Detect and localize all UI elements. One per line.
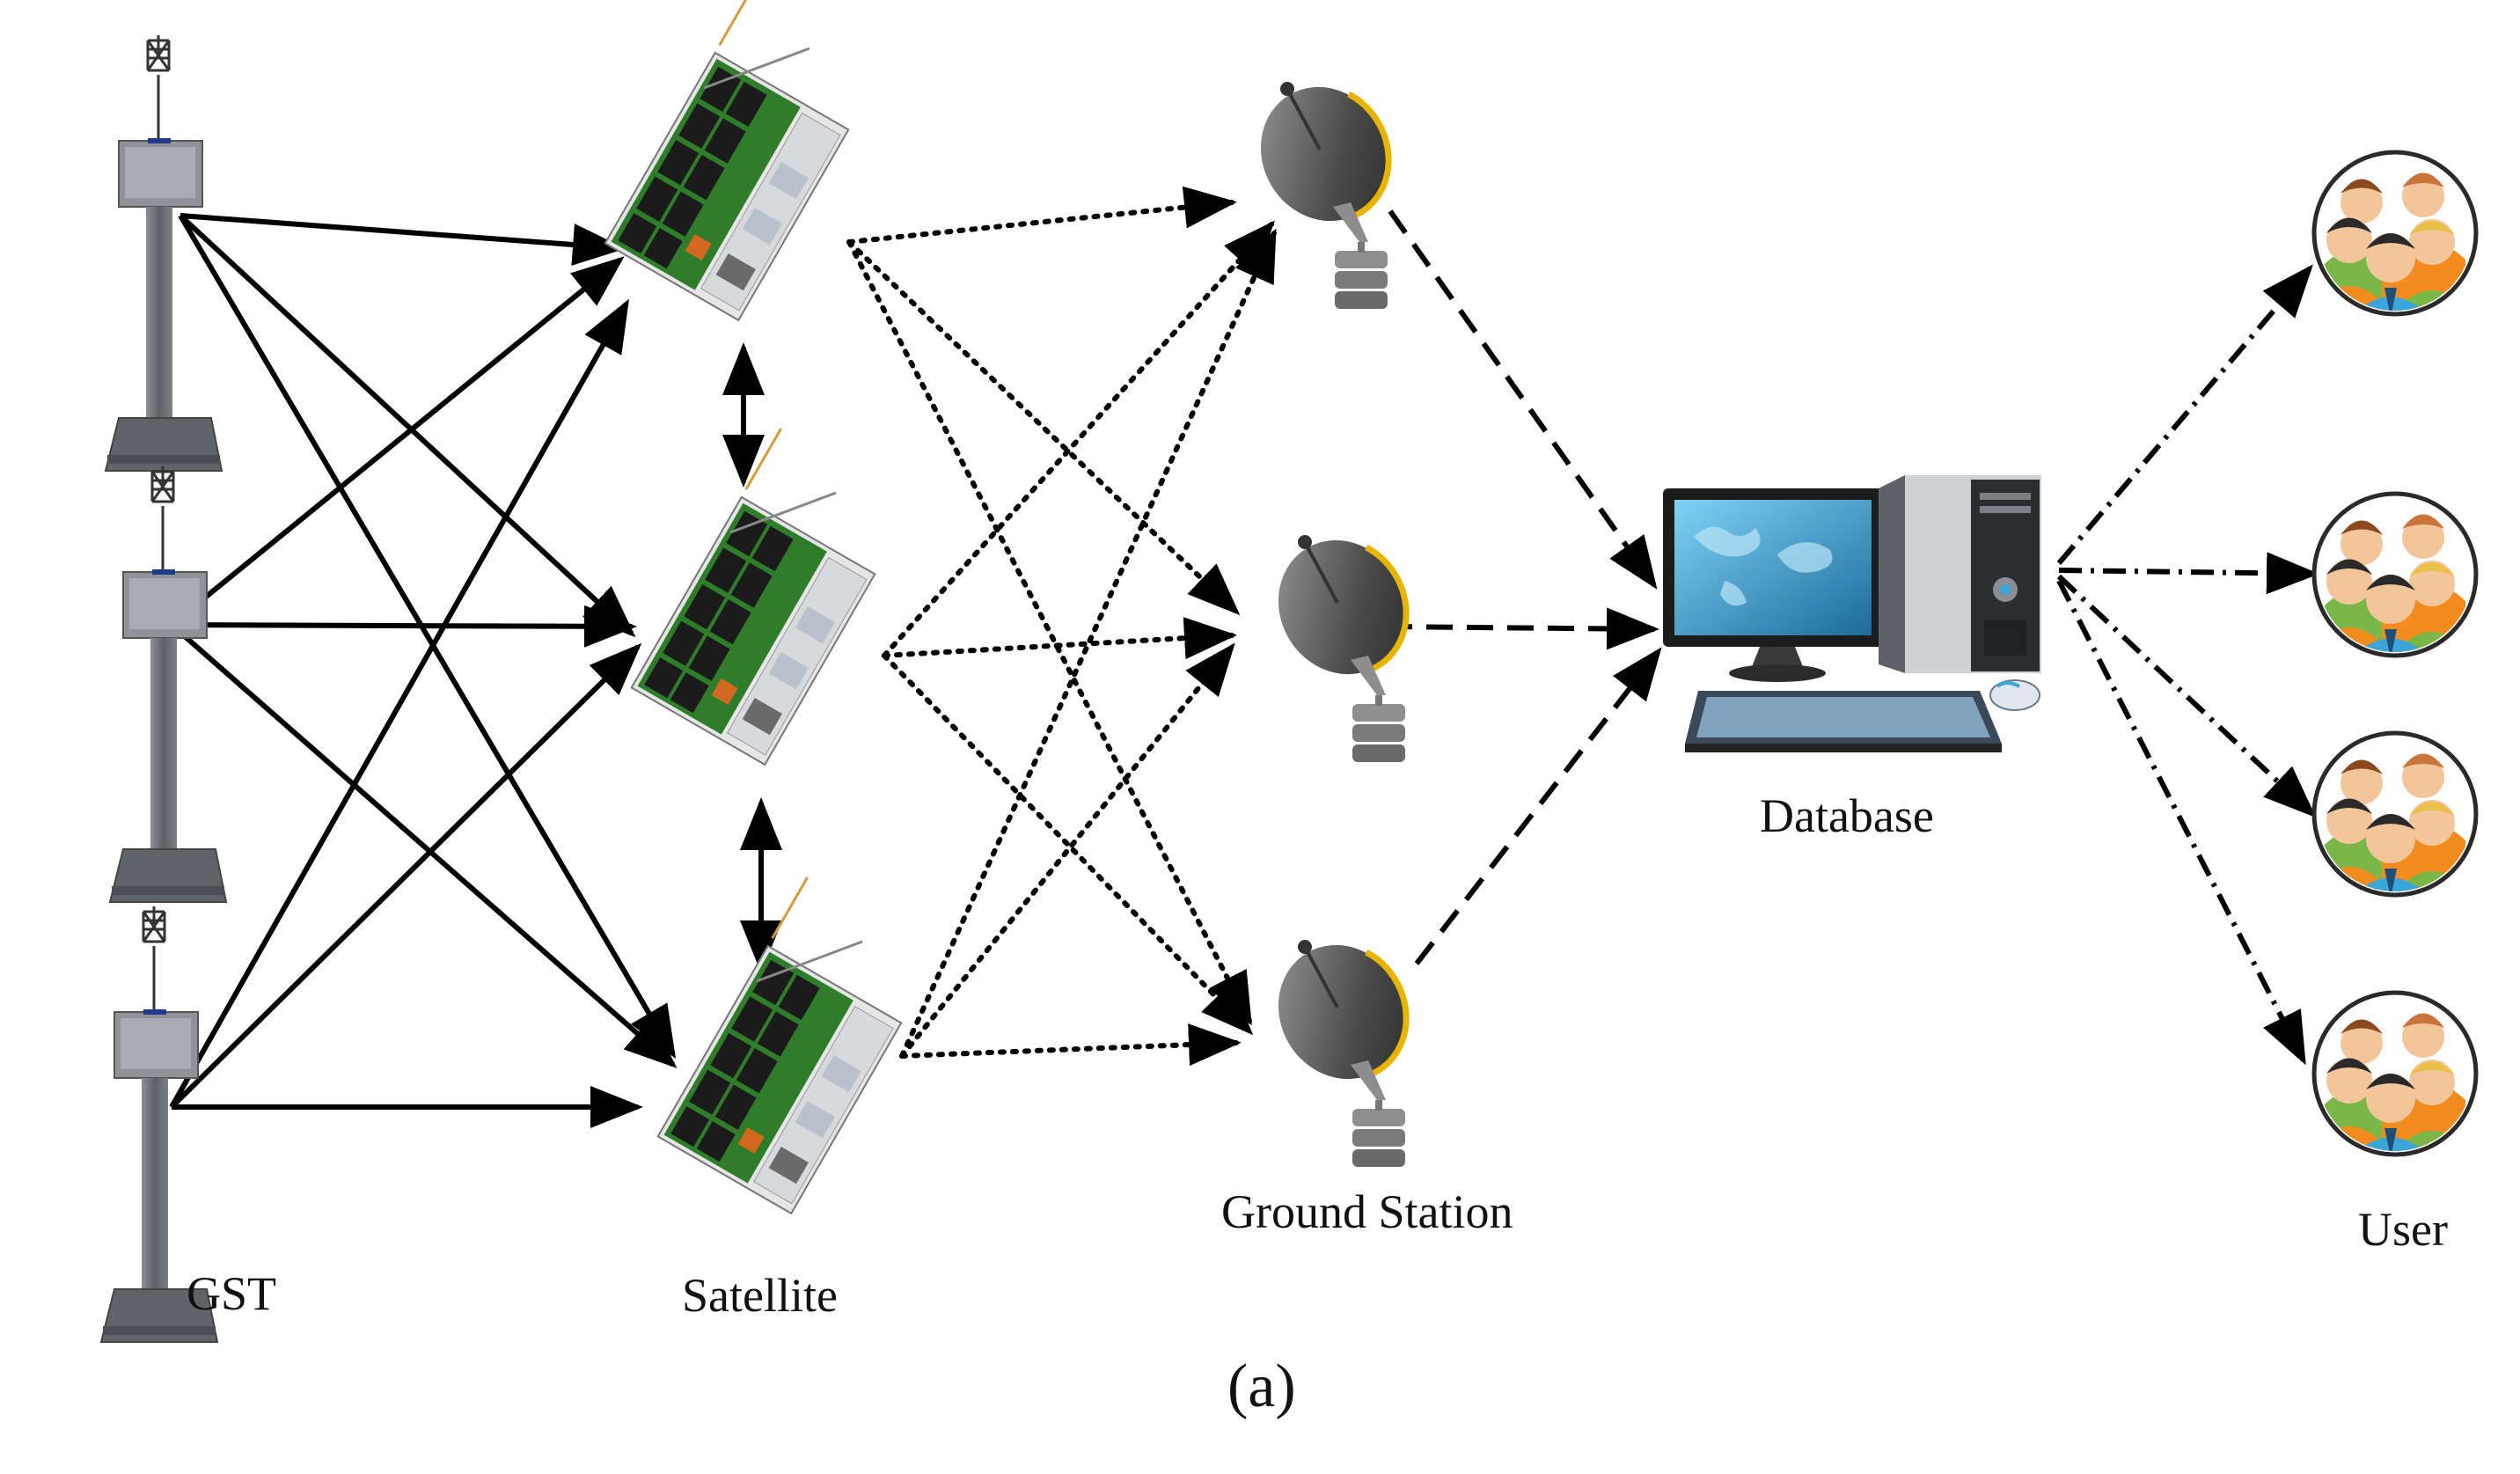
link-gst3-sat1 <box>169 298 629 1109</box>
user-group-4 <box>2307 993 2476 1162</box>
link-db-user3 <box>2056 574 2317 818</box>
links-database-to-user <box>2056 264 2319 1066</box>
satellite-3 <box>656 876 942 1215</box>
satellite-2 <box>630 427 916 766</box>
link-gst1-sat2 <box>178 213 636 638</box>
link-sat3-gs3 <box>899 1023 1242 1067</box>
link-gst1-sat3 <box>178 214 677 1060</box>
link-sat2-gs3 <box>882 653 1254 1036</box>
link-db-user1 <box>2056 264 2313 565</box>
link-gst2-sat1 <box>170 256 625 627</box>
link-gst2-sat2 <box>171 605 637 648</box>
links-ground-station-to-database <box>1385 209 1662 965</box>
database-label: Database <box>1760 789 1934 842</box>
link-sat3-gs2 <box>899 642 1235 1059</box>
database-computer <box>1663 475 2041 752</box>
link-sat2-gs1 <box>882 220 1276 658</box>
tower-case-icon <box>1879 475 2041 673</box>
satellite-1 <box>604 0 890 322</box>
panel-label: (a) <box>1227 1353 1296 1420</box>
user-group-2 <box>2307 494 2476 663</box>
link-gs1-db <box>1388 209 1658 590</box>
ground-station-dish-2 <box>1254 517 1430 762</box>
link-sat3-gs1 <box>899 228 1277 1059</box>
user-group-3 <box>2307 733 2476 902</box>
link-db-user2 <box>2058 552 2319 595</box>
link-db-user4 <box>2056 579 2306 1066</box>
link-sat2-gs2 <box>882 617 1237 660</box>
user-label: User <box>2358 1203 2448 1256</box>
ground-station-dish-3 <box>1254 921 1430 1167</box>
satellite-column <box>604 0 942 1215</box>
link-gst1-sat1 <box>179 213 626 266</box>
mouse-icon <box>1989 679 2040 711</box>
link-gs3-db <box>1414 647 1662 965</box>
monitor-icon <box>1663 488 1883 682</box>
links-gst-to-satellite <box>169 213 678 1128</box>
link-gst2-sat3 <box>170 622 678 1068</box>
ground-station-label: Ground Station <box>1221 1185 1513 1238</box>
link-gst3-sat2 <box>169 642 642 1110</box>
gst-column <box>99 33 228 1344</box>
link-gs2-db <box>1385 607 1659 650</box>
links-satellite-to-ground-station <box>846 186 1277 1067</box>
links-satellite-to-satellite <box>722 342 782 973</box>
ground-station-dish-1 <box>1236 63 1412 309</box>
user-column <box>2307 152 2476 1162</box>
satellite-label: Satellite <box>682 1269 838 1322</box>
link-sat1-gs2 <box>846 239 1241 616</box>
link-sat1-gs3 <box>846 239 1252 1026</box>
user-group-1 <box>2307 152 2476 321</box>
gst-tower-2 <box>108 465 228 904</box>
link-sat1-gs1 <box>846 186 1237 245</box>
gst-label: GST <box>187 1267 276 1320</box>
keyboard-icon <box>1685 691 2002 752</box>
